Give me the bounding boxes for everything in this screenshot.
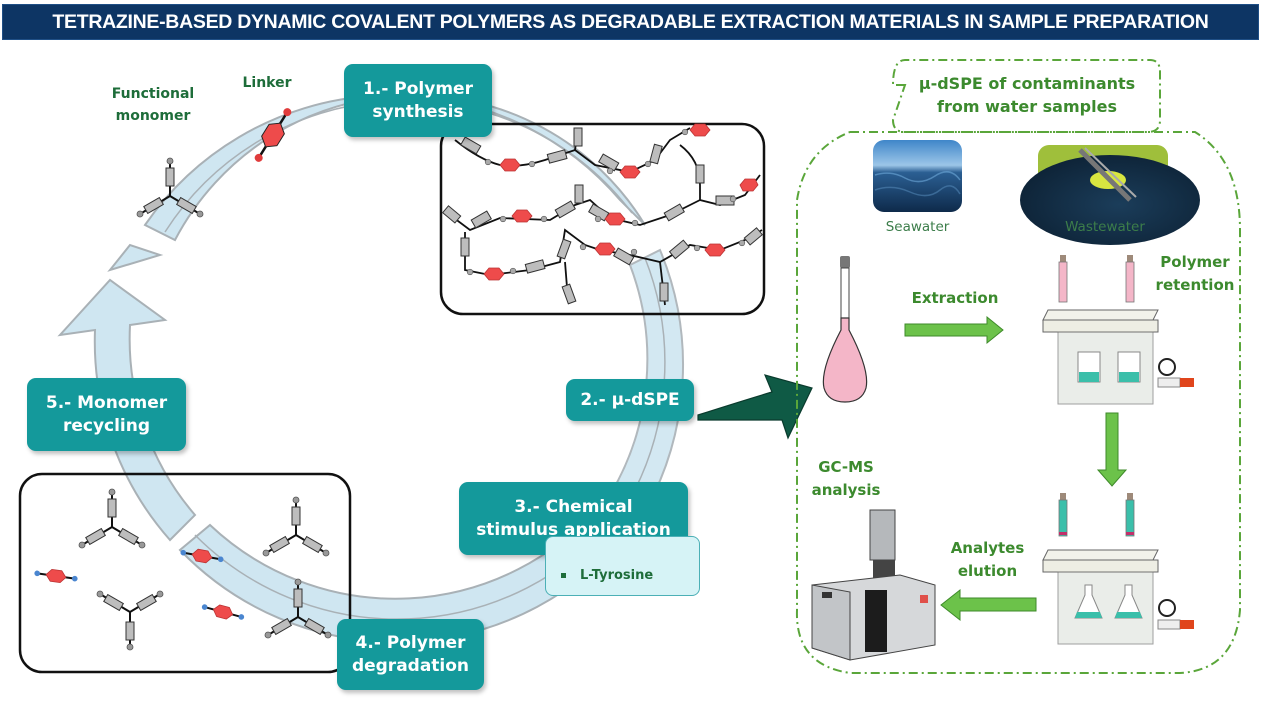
step-3-line2: stimulus application [476, 519, 671, 540]
step-polymer-degradation: 4.- Polymer degradation [337, 619, 484, 690]
stimulus-item-label: L-Tyrosine [580, 568, 654, 583]
wastewater-photo [1020, 145, 1200, 245]
title-banner: TETRAZINE-BASED DYNAMIC COVALENT POLYMER… [2, 4, 1259, 40]
analytes-elution-label: Analytes elution [940, 537, 1035, 583]
step-3-line1: 3.- Chemical [514, 496, 633, 517]
workflow-header-line2: from water samples [937, 97, 1117, 116]
volumetric-flask-icon [822, 256, 868, 403]
step-monomer-recycling: 5.- Monomer recycling [27, 378, 186, 451]
step-5-line1: 5.- Monomer [45, 392, 168, 413]
analytes-elution-line1: Analytes [950, 539, 1025, 557]
workflow-border [795, 131, 1241, 674]
gcms-label: GC-MS analysis [806, 456, 886, 502]
seawater-photo [873, 140, 962, 212]
step-5-line2: recycling [62, 415, 151, 436]
workflow-header-border [891, 59, 1161, 133]
extraction-arrow [904, 315, 1004, 345]
step-2-line1: 2.- µ-dSPE [580, 389, 680, 410]
functional-monomer-line2: monomer [115, 108, 191, 124]
linker-icon [254, 108, 292, 162]
step-4-line1: 4.- Polymer [355, 632, 466, 653]
workflow-header-line1: µ-dSPE of contaminants [918, 74, 1136, 93]
stimulus-list: L-Tyrosine [545, 536, 700, 596]
wastewater-caption: Wastewater [1065, 219, 1145, 235]
gcms-line2: analysis [811, 481, 881, 499]
workflow-header: µ-dSPE of contaminants from water sample… [898, 72, 1156, 118]
bullet-icon [561, 573, 566, 578]
stimulus-item: L-Tyrosine [561, 568, 653, 583]
analytes-elution-line2: elution [957, 562, 1018, 580]
linker-label: Linker [242, 75, 292, 91]
functional-monomer-line1: Functional [111, 86, 195, 102]
step-polymer-synthesis: 1.- Polymer synthesis [344, 64, 492, 137]
gcms-instrument-icon [811, 509, 936, 661]
step-mu-dspe: 2.- µ-dSPE [566, 379, 694, 421]
elution-arrow [940, 588, 1037, 622]
step-1-line1: 1.- Polymer [363, 78, 473, 99]
polymer-retention-line2: retention [1155, 276, 1235, 294]
polymer-retention-line1: Polymer [1160, 253, 1230, 271]
polymer-retention-label: Polymer retention [1145, 251, 1245, 297]
to-workflow-arrow [697, 374, 813, 440]
polymer-network-panel [439, 122, 766, 316]
down-arrow [1096, 412, 1128, 487]
functional-monomer-label: Functional monomer [98, 83, 208, 127]
extraction-label: Extraction [911, 289, 999, 307]
spe-manifold-retention [1042, 255, 1194, 405]
step-4-line2: degradation [351, 655, 470, 676]
spe-manifold-elution [1042, 493, 1194, 645]
degradation-panel [18, 472, 352, 674]
step-1-line2: synthesis [372, 101, 464, 122]
seawater-caption: Seawater [885, 219, 950, 235]
gcms-line1: GC-MS [818, 458, 874, 476]
